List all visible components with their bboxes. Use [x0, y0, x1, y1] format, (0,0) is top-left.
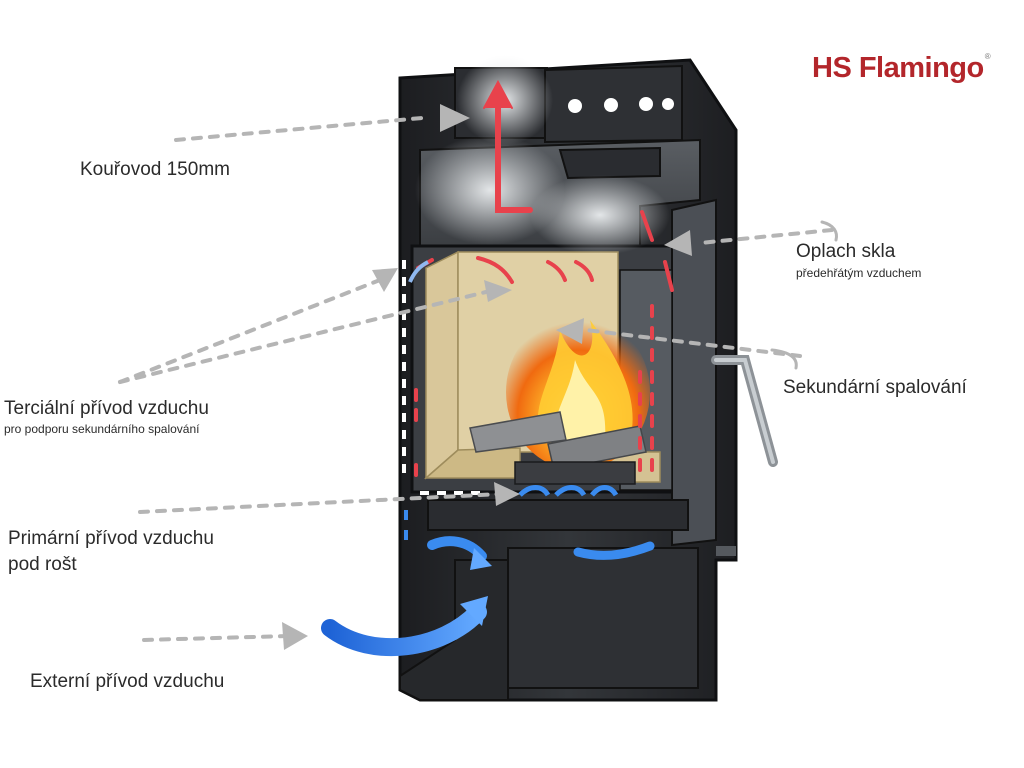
label-tertiary-air-sub: pro podporu sekundárního spalování	[4, 422, 200, 436]
pointer-arrows	[118, 104, 838, 650]
hot-air-flow	[414, 79, 674, 477]
label-glass-rinse-sub: předehřátým vzduchem	[796, 266, 922, 280]
label-secondary-combustion: Sekundární spalování	[783, 377, 967, 398]
label-external-air: Externí přívod vzduchu	[30, 671, 225, 692]
brand-name: HS Flamingo	[812, 52, 984, 84]
brand-logo: HS Flamingo®	[812, 52, 991, 85]
label-primary-air-line2: pod rošt	[8, 554, 77, 575]
label-primary-air-line1: Primární přívod vzduchu	[8, 528, 214, 549]
label-glass-rinse: Oplach skla	[796, 241, 896, 262]
cold-air-flow	[321, 260, 655, 657]
registered-mark: ®	[984, 52, 991, 61]
fire	[469, 314, 650, 485]
label-tertiary-air: Terciální přívod vzduchu	[4, 398, 209, 419]
label-flue: Kouřovod 150mm	[80, 159, 230, 180]
internal-airflow-white	[402, 260, 488, 495]
